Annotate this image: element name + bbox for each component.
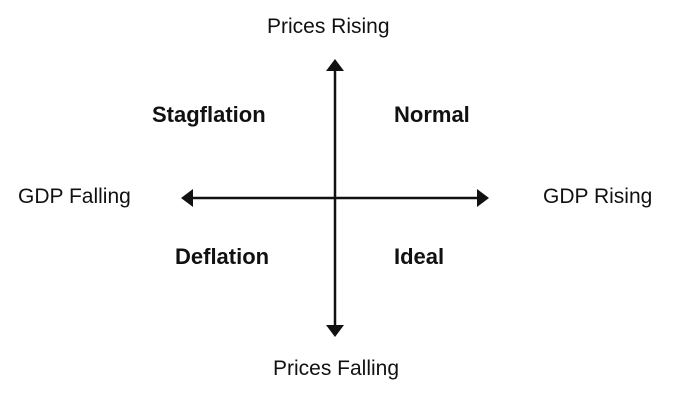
- quadrant-label-deflation: Deflation: [175, 244, 270, 269]
- quadrant-label-stagflation: Stagflation: [152, 102, 266, 127]
- axis-label-prices-rising: Prices Rising: [267, 15, 390, 38]
- axis-label-prices-falling: Prices Falling: [273, 357, 400, 380]
- arrow-left-icon: [181, 189, 193, 207]
- axis-label-gdp-falling: GDP Falling: [18, 185, 131, 208]
- axis-label-gdp-rising: GDP Rising: [543, 185, 653, 208]
- quadrant-label-ideal: Ideal: [394, 244, 445, 269]
- arrow-right-icon: [477, 189, 489, 207]
- arrow-down-icon: [326, 325, 344, 337]
- arrow-up-icon: [326, 59, 344, 71]
- quadrant-label-normal: Normal: [394, 102, 470, 127]
